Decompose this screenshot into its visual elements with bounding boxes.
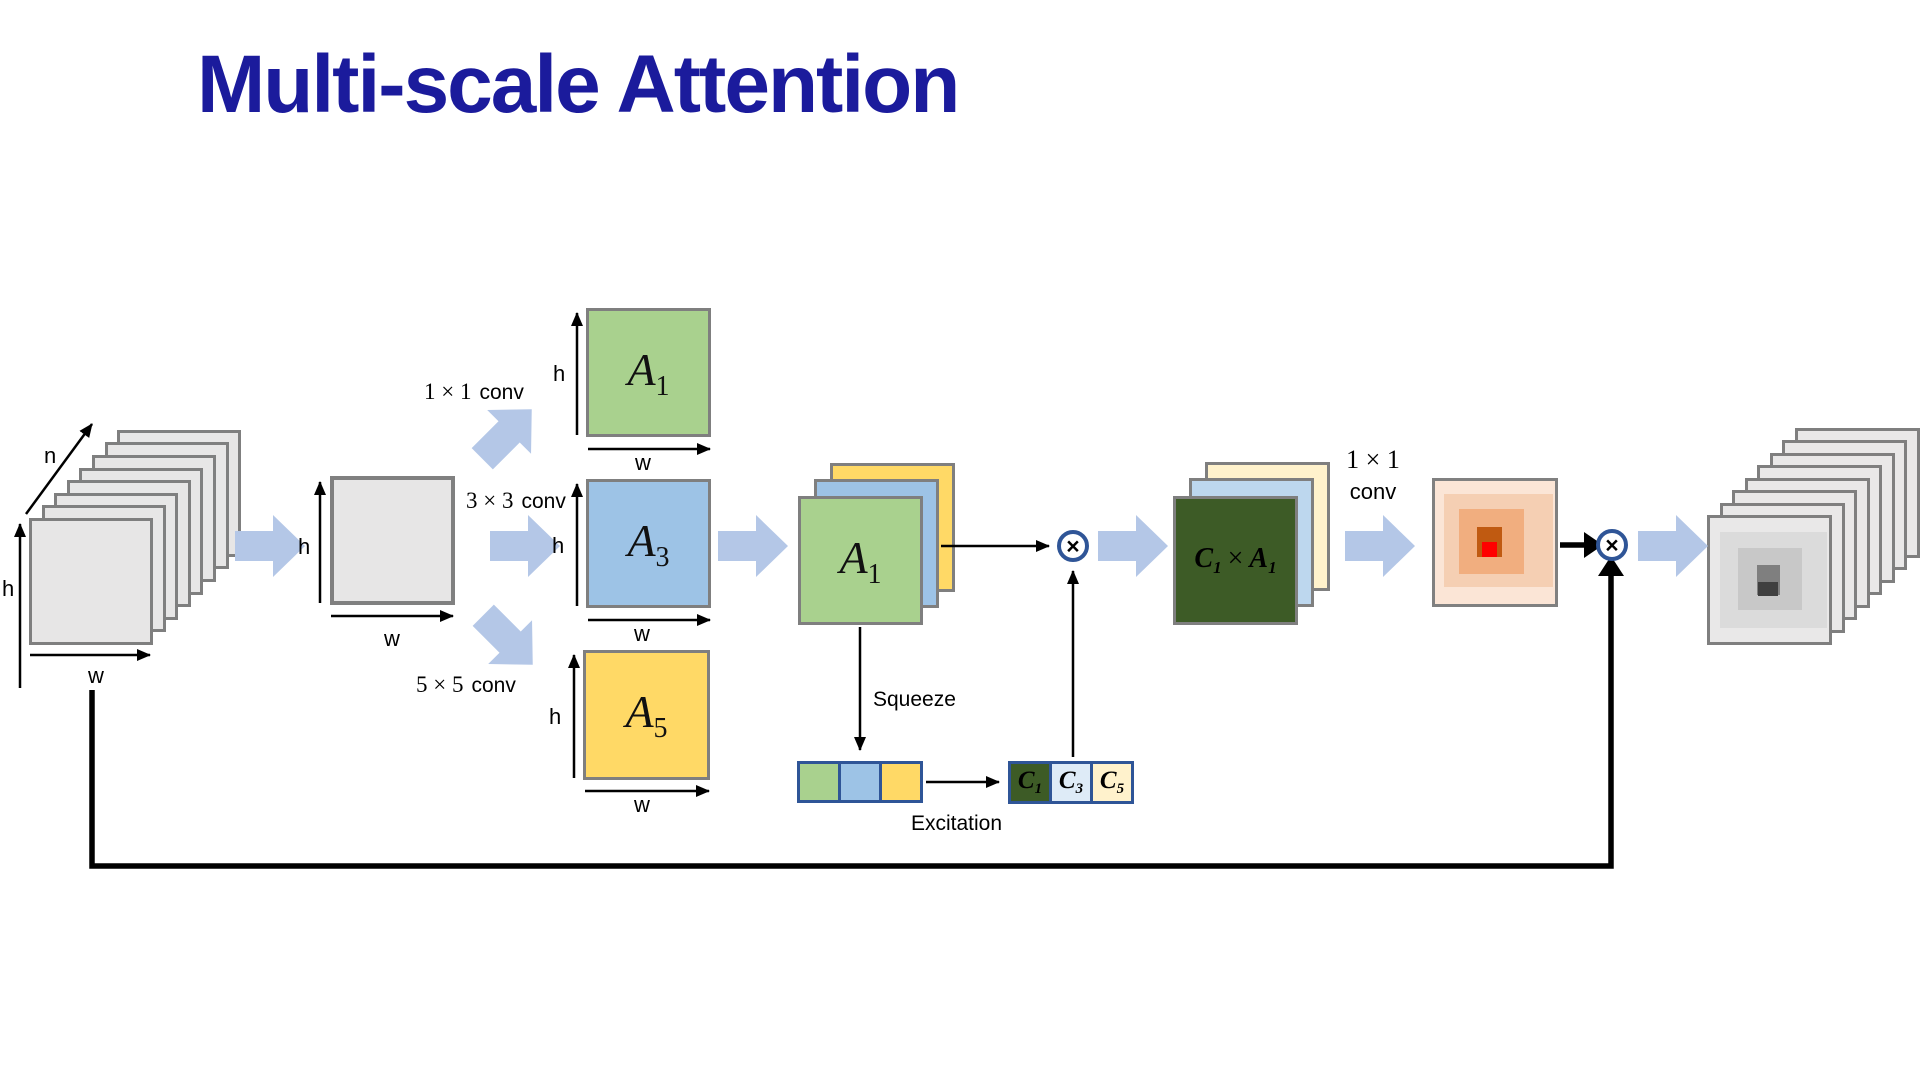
- h-label: h: [553, 361, 566, 386]
- a1-label: A1: [627, 343, 670, 402]
- flow-arrow-input: [235, 515, 305, 577]
- c1xa1-label: C1×A1: [1194, 543, 1277, 577]
- squeeze-cell-blue: [838, 764, 879, 800]
- flow-arrow-to-weighted: [1098, 515, 1168, 577]
- single-feature-map: [330, 476, 455, 605]
- w-label: w: [384, 626, 400, 651]
- excitation-weights: C1 C3 C5: [1008, 761, 1134, 804]
- input-front-sheet: [29, 518, 153, 645]
- stack-a1-label: A1: [839, 531, 882, 590]
- heat-core: [1482, 542, 1497, 557]
- h-label: h: [298, 534, 311, 559]
- final-conv-label: 1 × 1 conv: [1346, 445, 1400, 505]
- flow-arrow-to-stack: [718, 515, 788, 577]
- weight-c5: C5: [1090, 764, 1131, 801]
- flow-arrow-conv3: [490, 515, 560, 577]
- w-label: w: [634, 792, 650, 817]
- squeeze-label: Squeeze: [873, 688, 956, 711]
- flow-arrow-output: [1638, 515, 1708, 577]
- output-front-sheet: [1707, 515, 1832, 645]
- weight-c1: C1: [1011, 764, 1049, 801]
- w-label: w: [635, 450, 651, 475]
- n-label: n: [44, 443, 57, 468]
- attention-map-a1: A1: [586, 308, 711, 437]
- slide-title: Multi-scale Attention: [197, 39, 960, 130]
- multiply-icon: ×: [1596, 529, 1628, 561]
- w-label: w: [88, 663, 104, 688]
- weight-c3: C3: [1049, 764, 1090, 801]
- excitation-label: Excitation: [911, 812, 1003, 835]
- multiply-icon: ×: [1057, 530, 1089, 562]
- flow-arrow-final-conv: [1345, 515, 1415, 577]
- attention-map-a3: A3: [586, 479, 711, 608]
- a5-label: A5: [625, 686, 668, 744]
- squeeze-cell-green: [800, 764, 838, 800]
- h-label: h: [549, 704, 562, 729]
- output-core: [1758, 582, 1778, 596]
- a3-label: A3: [627, 514, 670, 573]
- h-label: h: [2, 576, 15, 601]
- squeeze-cell-yellow: [879, 764, 920, 800]
- attention-map-a5: A5: [583, 650, 710, 780]
- w-label: w: [634, 621, 650, 646]
- squeeze-strip: [797, 761, 923, 803]
- fused-attention-heatmap: [1432, 478, 1558, 607]
- stack-a1-sheet: A1: [798, 496, 923, 625]
- weighted-c1-sheet: C1×A1: [1173, 496, 1298, 625]
- h-label: h: [552, 533, 565, 558]
